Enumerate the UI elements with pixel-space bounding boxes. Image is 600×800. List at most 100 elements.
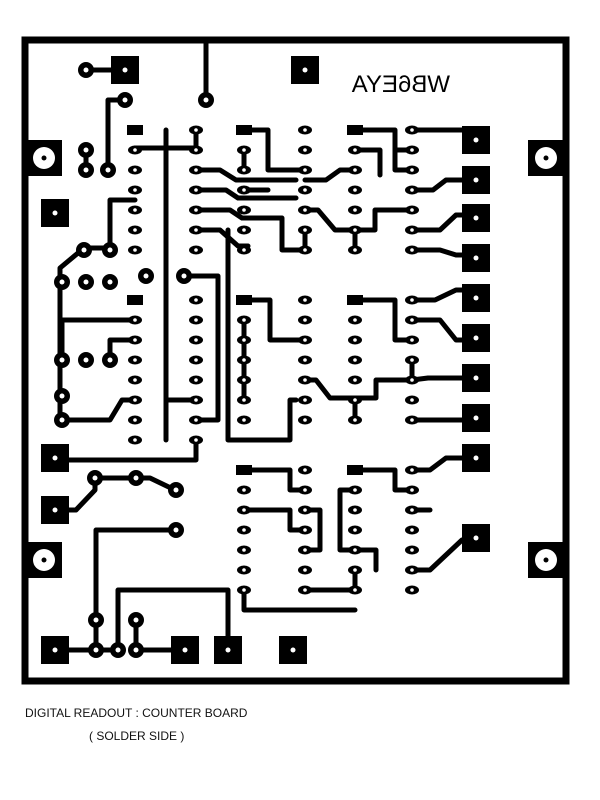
pad-drill-hole [353,588,357,592]
pad-drill-hole [473,455,479,461]
pad-drill-hole [122,97,128,103]
pad-drill-hole [133,475,139,481]
pad-drill-hole [133,228,137,232]
pad-drill-hole [242,588,246,592]
pad-drill-hole [410,418,414,422]
pad-drill-hole [59,279,65,285]
pad-drill-hole [303,208,307,212]
pad-drill-hole [473,255,479,261]
pad-drill-hole [194,378,198,382]
pad-drill-hole [83,67,89,73]
pad-drill-hole [353,338,357,342]
pad-drill-hole [473,535,479,541]
pad-drill-hole [353,248,357,252]
pad-drill-hole [353,508,357,512]
dip-pin1-pad [127,125,143,135]
dip-pin1-pad [347,465,363,475]
caption-subtitle: ( SOLDER SIDE ) [89,729,185,743]
pad-drill-hole [303,338,307,342]
pad-drill-hole [410,248,414,252]
pad-drill-hole [303,358,307,362]
pad-drill-hole [353,378,357,382]
pad-drill-hole [194,338,198,342]
pad-drill-hole [303,468,307,472]
pad-drill-hole [133,358,137,362]
pad-drill-hole [59,393,65,399]
dip-pin1-pad [347,125,363,135]
dip-pin1-pad [127,295,143,305]
pad-drill-hole [303,418,307,422]
pad-drill-hole [107,279,113,285]
pad-drill-hole [83,147,89,153]
pad-drill-hole [242,148,246,152]
pad-drill-hole [303,588,307,592]
pad-drill-hole [410,168,414,172]
pad-drill-hole [194,298,198,302]
pad-drill-hole [242,338,246,342]
pad-drill-hole [225,647,231,653]
pad-drill-hole [242,418,246,422]
mounting-hole-center [41,155,47,161]
pad-drill-hole [242,208,246,212]
pad-drill-hole [133,148,137,152]
mounting-hole-center [543,557,549,563]
pad-drill-hole [181,273,187,279]
mounting-holes [26,140,564,578]
pad-drill-hole [353,418,357,422]
pad-drill-hole [133,647,139,653]
caption-title: DIGITAL READOUT : COUNTER BOARD [25,706,248,720]
pad-drill-hole [242,228,246,232]
pad-drill-hole [410,128,414,132]
pad-drill-hole [410,338,414,342]
pad-drill-hole [242,378,246,382]
dip-pin1-pad [236,125,252,135]
dip-pin1-pad [347,295,363,305]
pad-drill-hole [194,168,198,172]
pad-drill-hole [133,208,137,212]
pad-drill-hole [410,468,414,472]
pad-drill-hole [303,298,307,302]
dip-ic-pads [127,125,419,595]
pad-drill-hole [93,647,99,653]
dip-pin1-pad [236,295,252,305]
pad-drill-hole [353,168,357,172]
pad-drill-hole [242,188,246,192]
pad-drill-hole [194,208,198,212]
pad-drill-hole [93,617,99,623]
pad-drill-hole [410,208,414,212]
pad-drill-hole [242,528,246,532]
pad-drill-hole [303,248,307,252]
pad-drill-hole [194,398,198,402]
pad-drill-hole [302,67,308,73]
dip-pin1-pad [236,465,252,475]
pad-drill-hole [107,247,113,253]
pad-drill-hole [353,398,357,402]
pad-drill-hole [473,177,479,183]
pad-drill-hole [303,528,307,532]
pad-drill-hole [173,487,179,493]
pad-drill-hole [242,508,246,512]
pad-drill-hole [182,647,188,653]
pad-drill-hole [410,188,414,192]
pad-drill-hole [143,273,149,279]
pad-drill-hole [52,647,58,653]
pad-drill-hole [242,248,246,252]
pad-drill-hole [353,228,357,232]
pad-drill-hole [133,168,137,172]
pad-drill-hole [242,548,246,552]
pad-drill-hole [194,438,198,442]
pad-drill-hole [410,488,414,492]
pad-drill-hole [303,168,307,172]
pad-drill-hole [194,418,198,422]
pad-drill-hole [83,357,89,363]
pad-drill-hole [410,528,414,532]
pad-drill-hole [303,228,307,232]
pad-drill-hole [133,338,137,342]
pad-drill-hole [353,208,357,212]
round-pads [54,62,214,658]
pad-drill-hole [303,548,307,552]
pad-drill-hole [410,148,414,152]
mounting-hole-center [543,155,549,161]
pad-drill-hole [410,568,414,572]
pad-drill-hole [83,167,89,173]
